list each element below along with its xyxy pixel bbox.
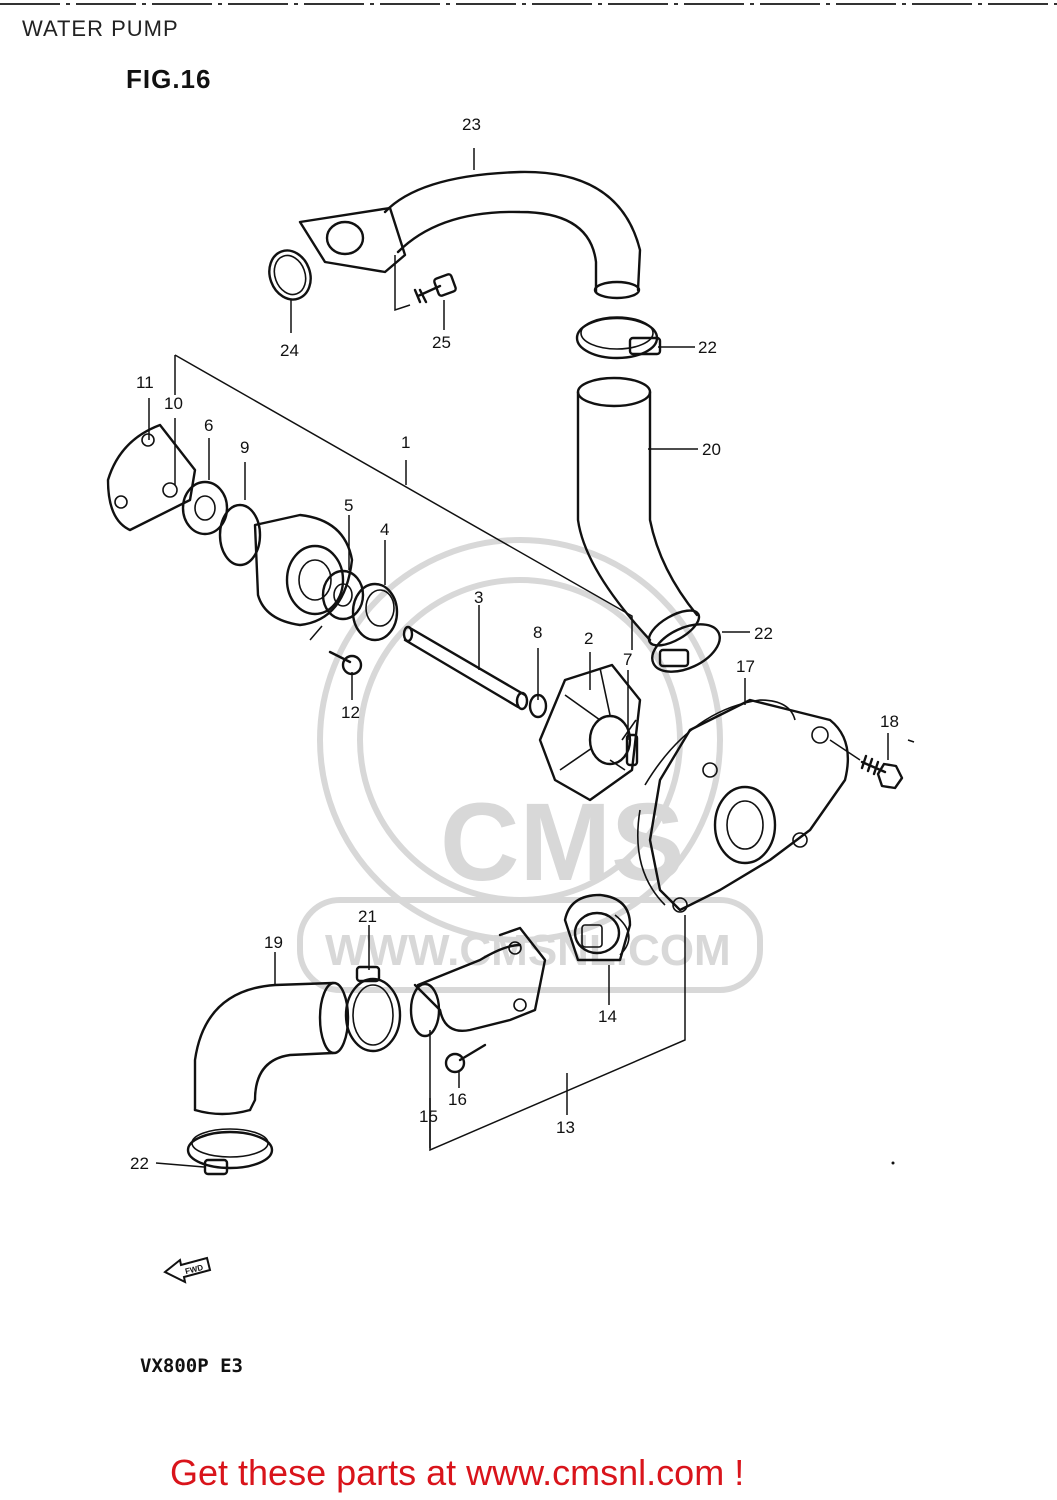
clamp-22-top[interactable]: [575, 316, 662, 360]
label-22-top: 22: [698, 338, 717, 357]
label-5: 5: [344, 496, 353, 515]
seal-9[interactable]: [218, 503, 262, 567]
clamp-21[interactable]: [344, 965, 402, 1053]
clamp-22-bottom[interactable]: [186, 1128, 274, 1176]
fwd-label: FWD: [184, 1263, 204, 1276]
hose-19[interactable]: [193, 981, 350, 1116]
callout-labels: 1 2 3 4 5 6 7 8 9 10 11 12 13 14 15 16 1…: [130, 115, 899, 1173]
label-10: 10: [164, 394, 183, 413]
mechanical-seal-4[interactable]: [351, 582, 399, 642]
label-2: 2: [584, 629, 593, 648]
label-12: 12: [341, 703, 360, 722]
label-7: 7: [623, 650, 632, 669]
label-19: 19: [264, 933, 283, 952]
cms-watermark: CMS WWW.CMSNL.COM: [297, 537, 763, 993]
hose-20[interactable]: [576, 376, 704, 652]
cms-parts-link[interactable]: Get these parts at www.cmsnl.com !: [170, 1452, 745, 1493]
shaft-3[interactable]: [402, 625, 529, 711]
label-3: 3: [474, 588, 483, 607]
o-ring-24[interactable]: [263, 245, 318, 306]
label-13: 13: [556, 1118, 575, 1137]
pin-7[interactable]: [625, 733, 639, 767]
label-14: 14: [598, 1007, 617, 1026]
label-4: 4: [380, 520, 389, 539]
watermark-url: WWW.CMSNL.COM: [325, 926, 731, 975]
tick-mark: [907, 739, 915, 743]
bearing-5[interactable]: [321, 569, 365, 621]
thermostat-14[interactable]: [563, 893, 632, 962]
label-9: 9: [240, 438, 249, 457]
label-25: 25: [432, 333, 451, 352]
label-23: 23: [462, 115, 481, 134]
label-24: 24: [280, 341, 299, 360]
dot-mark: [891, 1161, 895, 1165]
screw-16[interactable]: [444, 1043, 487, 1074]
bearing-6[interactable]: [181, 480, 229, 536]
thermostat-cover-15[interactable]: [409, 926, 547, 1038]
label-22-mid: 22: [754, 624, 773, 643]
label-15: 15: [419, 1107, 438, 1126]
figure-number: FIG.16: [126, 64, 212, 94]
label-21: 21: [358, 907, 377, 926]
forward-arrow: FWD: [163, 1256, 212, 1284]
label-6: 6: [204, 416, 213, 435]
label-18: 18: [880, 712, 899, 731]
gasket-11[interactable]: [106, 423, 197, 532]
leader-lines: [148, 148, 889, 1168]
label-17: 17: [736, 657, 755, 676]
label-22-bottom: 22: [130, 1154, 149, 1173]
pump-cover-17[interactable]: [637, 698, 849, 913]
impeller-2[interactable]: [538, 663, 642, 802]
diagram-title: WATER PUMP: [22, 16, 179, 41]
bolt-18[interactable]: [829, 739, 904, 790]
label-11: 11: [136, 373, 154, 392]
pipe-23[interactable]: [298, 170, 642, 300]
clamp-22-mid[interactable]: [645, 615, 727, 682]
pump-housing-1[interactable]: [253, 513, 354, 627]
label-1: 1: [401, 433, 410, 452]
model-code: VX800P E3: [140, 1355, 243, 1377]
label-20: 20: [702, 440, 721, 459]
watermark-letters: CMS: [440, 781, 684, 904]
bolt-25[interactable]: [394, 255, 457, 312]
label-16: 16: [448, 1090, 467, 1109]
label-8: 8: [533, 623, 542, 642]
